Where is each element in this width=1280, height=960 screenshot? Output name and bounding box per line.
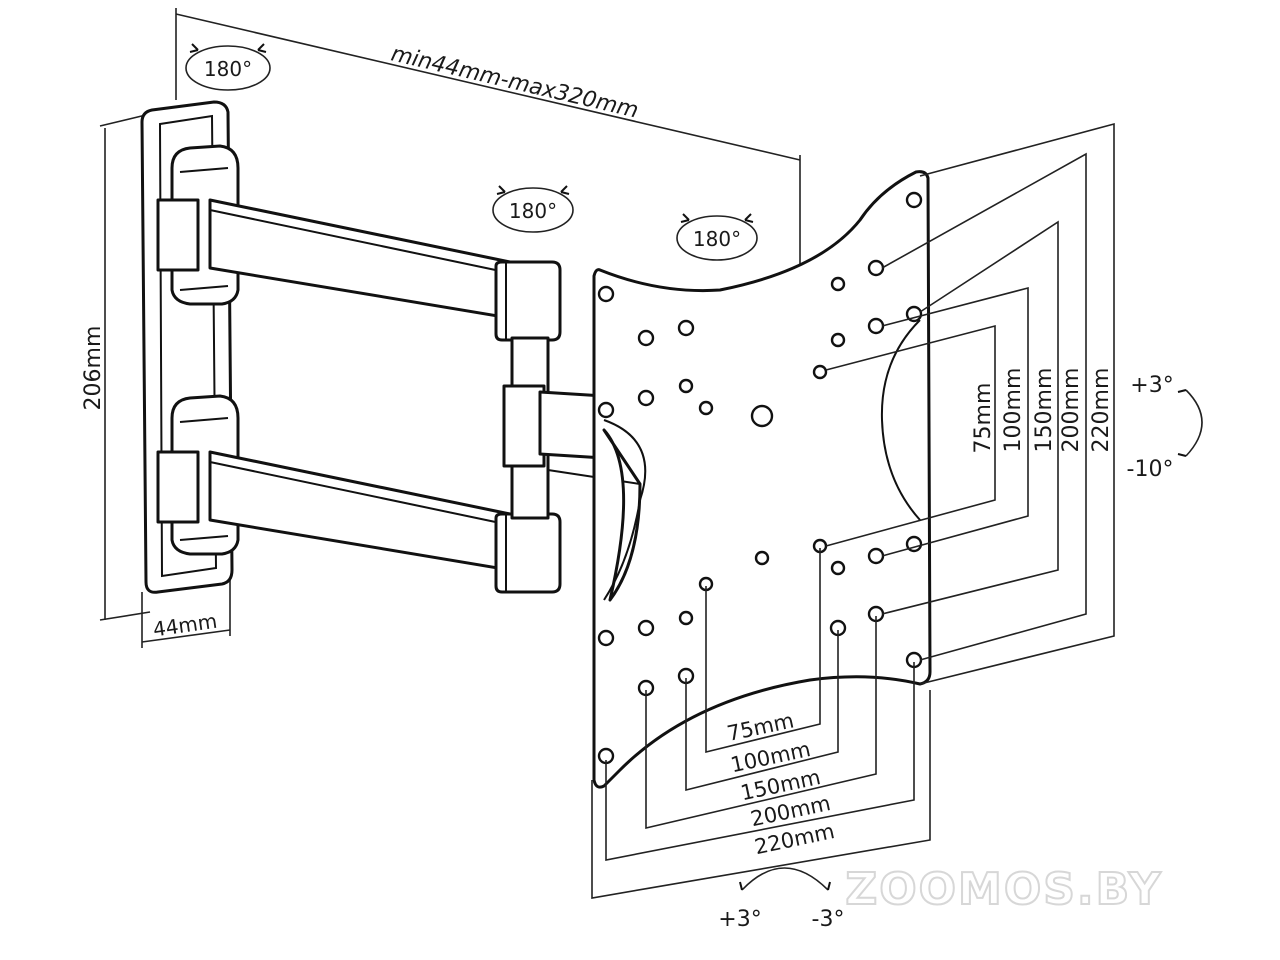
vesa-horizontal-75: 75mm xyxy=(725,708,796,746)
vesa-vertical-dimensions: 75mm 100mm 150mm 200mm 220mm xyxy=(825,122,1115,685)
depth-label: 44mm xyxy=(151,609,218,642)
vesa-vertical-100: 100mm xyxy=(1001,368,1026,453)
watermark: ZOOMOS.BY xyxy=(845,864,1162,915)
vesa-vertical-220: 220mm xyxy=(1089,368,1114,453)
vesa-vertical-75: 75mm xyxy=(971,383,996,454)
head-rotation-indicator: 180° xyxy=(676,213,758,261)
arm-rotation-indicator: 180° xyxy=(492,185,574,233)
head-rotation-label: 180° xyxy=(693,227,741,251)
vesa-vertical-150: 150mm xyxy=(1032,368,1057,453)
extension-label: min44mm-max320mm xyxy=(389,42,641,124)
lower-arm xyxy=(208,450,562,594)
wall-rotation-indicator: 180° xyxy=(185,43,271,91)
pivot-column xyxy=(502,336,641,520)
vesa-plate xyxy=(592,170,932,789)
vesa-vertical-200: 200mm xyxy=(1059,368,1084,453)
wall-rotation-label: 180° xyxy=(204,57,252,81)
height-dimension: 206mm xyxy=(81,113,151,621)
height-label: 206mm xyxy=(81,326,106,411)
tilt-down-label: -10° xyxy=(1127,457,1174,482)
swivel-right-label: -3° xyxy=(812,907,845,932)
swivel-left-label: +3° xyxy=(718,907,761,932)
upper-arm xyxy=(208,198,562,342)
arm-rotation-label: 180° xyxy=(509,199,557,223)
tilt-up-label: +3° xyxy=(1130,373,1173,398)
tilt-indicator: +3° -10° xyxy=(1127,373,1203,482)
swivel-indicator: +3° -3° xyxy=(718,867,845,932)
